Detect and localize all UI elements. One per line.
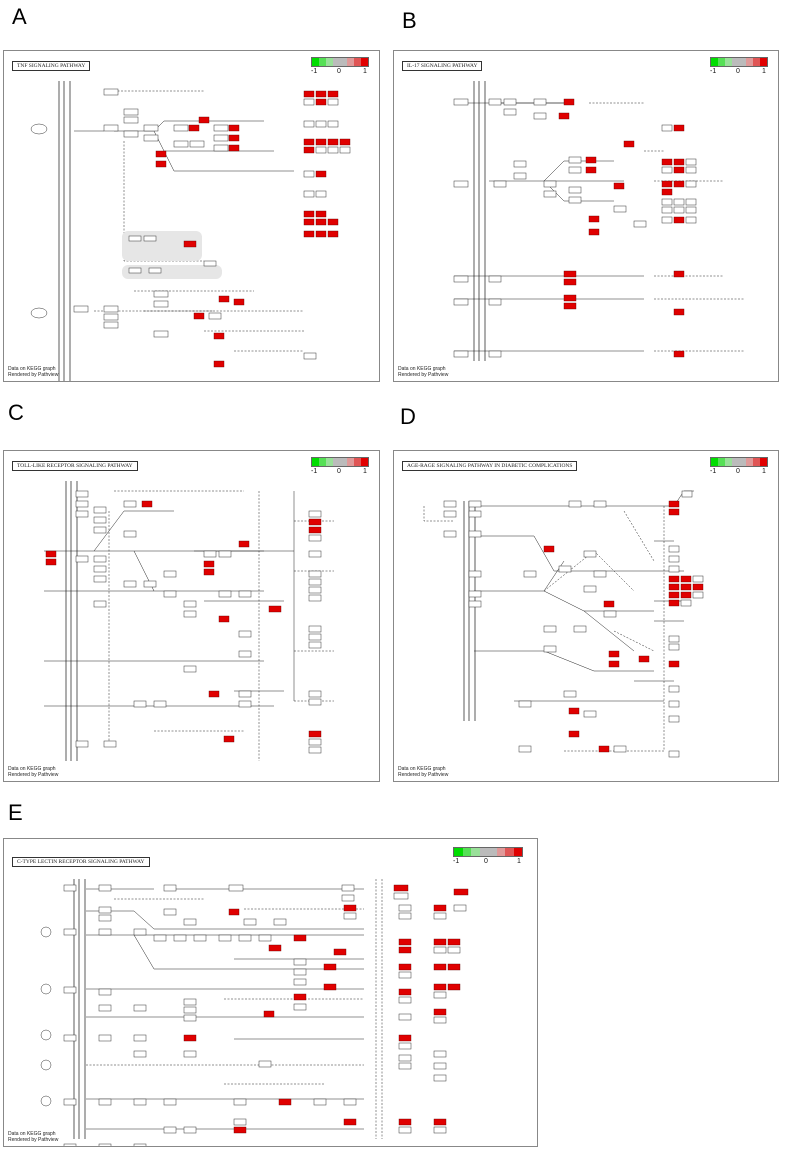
panel-letter-c: C xyxy=(8,400,24,425)
legend-color-bar xyxy=(710,457,768,467)
pathway-diagram xyxy=(40,879,469,1146)
legend-mid: 0 xyxy=(484,858,488,865)
panel-title: AGE-RAGE SIGNALING PATHWAY IN DIABETIC C… xyxy=(402,461,578,471)
pathway-diagram xyxy=(30,81,351,381)
legend-max: 1 xyxy=(762,468,766,475)
legend-max: 1 xyxy=(363,68,367,75)
pathway-diagram xyxy=(423,490,704,758)
legend-max: 1 xyxy=(363,468,367,475)
panel-e: C-TYPE LECTIN RECEPTOR SIGNALING PATHWAY… xyxy=(3,838,538,1147)
legend-mid: 0 xyxy=(337,68,341,75)
legend-color-bar xyxy=(311,457,369,467)
legend: -1 0 1 xyxy=(311,457,369,476)
panel-title: IL-17 SIGNALING PATHWAY xyxy=(402,61,483,71)
panel-title: C-TYPE LECTIN RECEPTOR SIGNALING PATHWAY xyxy=(12,857,150,867)
legend-max: 1 xyxy=(762,68,766,75)
legend: -1 0 1 xyxy=(710,457,768,476)
pathway-diagram xyxy=(453,81,744,361)
panel-letter-a: A xyxy=(12,4,27,29)
legend-mid: 0 xyxy=(736,468,740,475)
panel-letter-b: B xyxy=(402,8,417,33)
panel-b: IL-17 SIGNALING PATHWAY -1 0 1 Data on K… xyxy=(393,50,779,382)
legend-color-bar xyxy=(710,57,768,67)
legend-min: -1 xyxy=(311,468,318,475)
panel-letter-e: E xyxy=(8,800,23,825)
legend-min: -1 xyxy=(453,858,460,865)
legend-min: -1 xyxy=(710,68,717,75)
panel-c: TOLL-LIKE RECEPTOR SIGNALING PATHWAY -1 … xyxy=(3,450,380,782)
panel-d: AGE-RAGE SIGNALING PATHWAY IN DIABETIC C… xyxy=(393,450,779,782)
panel-letter-d: D xyxy=(400,404,416,429)
legend-color-bar xyxy=(311,57,369,67)
panel-title: TNF SIGNALING PATHWAY xyxy=(12,61,91,71)
legend: -1 0 1 xyxy=(311,57,369,76)
legend-mid: 0 xyxy=(736,68,740,75)
panel-title: TOLL-LIKE RECEPTOR SIGNALING PATHWAY xyxy=(12,461,138,471)
pathway-diagram xyxy=(44,481,334,761)
legend-min: -1 xyxy=(710,468,717,475)
legend: -1 0 1 xyxy=(453,847,523,866)
legend-color-bar xyxy=(453,847,523,857)
legend-mid: 0 xyxy=(337,468,341,475)
legend: -1 0 1 xyxy=(710,57,768,76)
legend-max: 1 xyxy=(517,858,521,865)
panel-a: TNF SIGNALING PATHWAY -1 0 1 Data on KEG… xyxy=(3,50,380,382)
legend-min: -1 xyxy=(311,68,318,75)
